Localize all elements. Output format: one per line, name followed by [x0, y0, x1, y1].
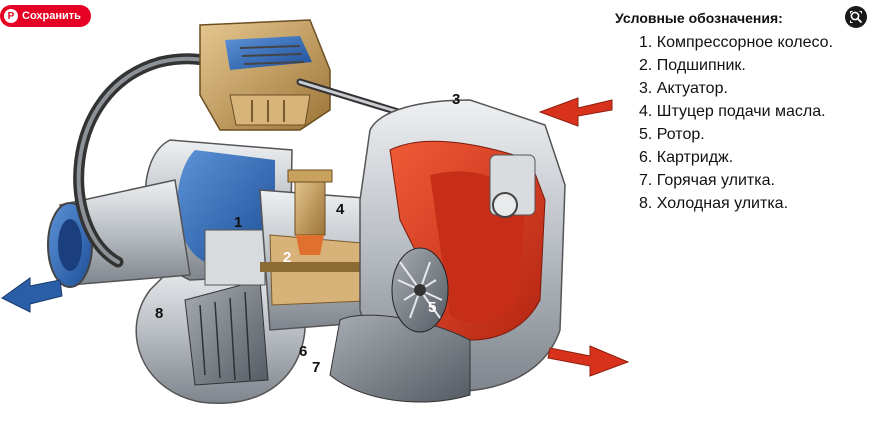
turbocharger-illustration: 1 2 3 4 5 6 7 8 [1, 19, 630, 404]
legend-item: 4. Штуцер подачи масла. [639, 103, 826, 120]
legend-list: 1. Компрессорное колесо. 2. Подшипник. 3… [615, 31, 870, 215]
compressor-wheel [184, 229, 269, 386]
lens-search-icon [850, 11, 862, 23]
turbine-rotor [391, 247, 449, 333]
callout-5: 5 [428, 299, 436, 316]
save-button[interactable]: P Сохранить [0, 5, 91, 27]
visual-search-button[interactable] [845, 6, 867, 28]
callout-7: 7 [312, 359, 320, 376]
legend-item: 7. Горячая улитка. [639, 172, 775, 189]
hot-housing [329, 99, 566, 403]
legend-item: 5. Ротор. [639, 126, 705, 143]
legend-item: 3. Актуатор. [639, 80, 728, 97]
callout-6: 6 [299, 343, 307, 360]
pinterest-icon: P [4, 9, 18, 23]
hot-inlet-arrow [538, 97, 613, 127]
callout-3: 3 [452, 91, 460, 108]
callout-4: 4 [336, 201, 345, 218]
hot-outlet-arrow [547, 345, 630, 377]
legend-title: Условные обозначения: [615, 10, 783, 26]
callout-1: 1 [234, 214, 242, 231]
legend-item: 1. Компрессорное колесо. [639, 34, 834, 51]
legend-item: 2. Подшипник. [639, 57, 746, 74]
callout-2: 2 [283, 249, 291, 266]
actuator [199, 19, 331, 131]
save-button-label: Сохранить [22, 10, 81, 22]
callout-8: 8 [155, 305, 163, 322]
cold-outlet-arrow [1, 277, 63, 313]
legend-item: 6. Картридж. [639, 149, 734, 166]
legend-item: 8. Холодная улитка. [639, 195, 789, 212]
legend: Условные обозначения: 1. Компрессорное к… [615, 10, 870, 215]
